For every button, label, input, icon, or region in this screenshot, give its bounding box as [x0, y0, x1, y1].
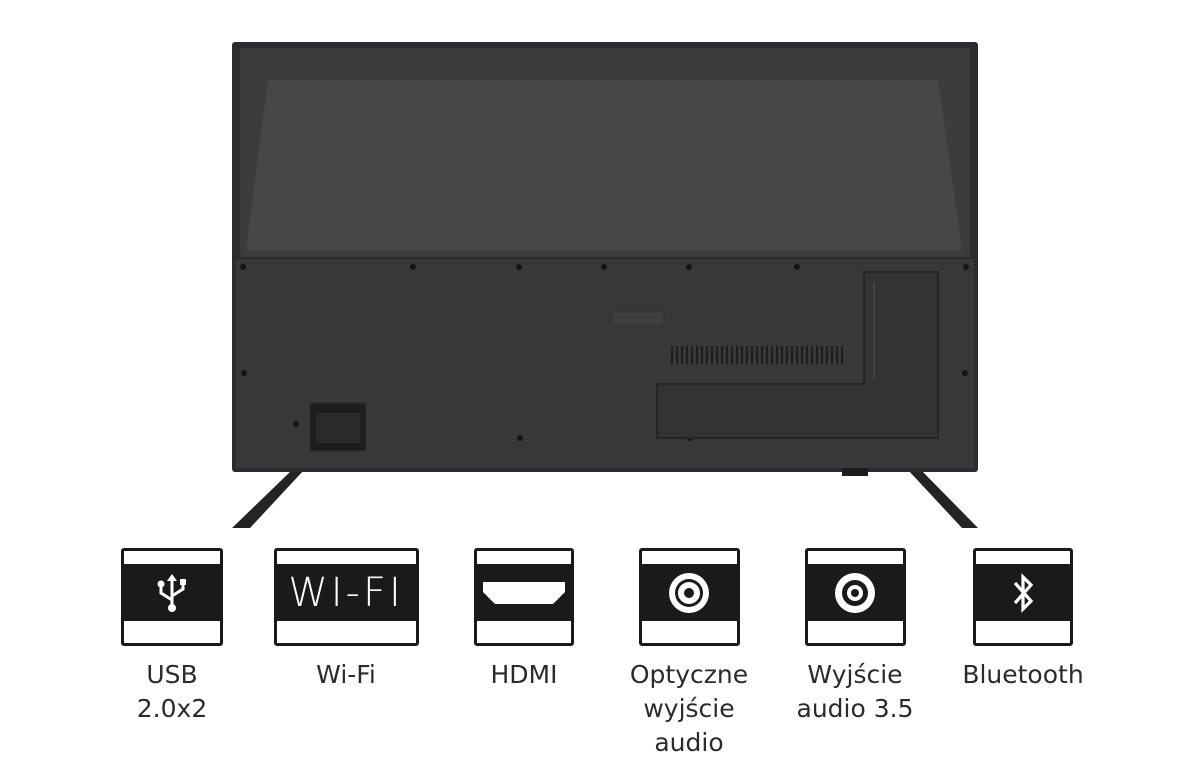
wifi-text-icon: WI-FI	[288, 569, 404, 616]
feature-usb: USB 2.0x2	[97, 548, 247, 726]
feature-audio-jack: Wyjście audio 3.5	[780, 548, 930, 726]
feature-optical-audio: Optyczne wyjście audio	[614, 548, 764, 760]
audio-jack-badge	[804, 548, 906, 646]
optical-audio-icon	[669, 572, 709, 613]
stand-leg-right	[908, 470, 978, 528]
feature-label: Wyjście audio 3.5	[796, 660, 914, 723]
hdmi-badge	[474, 548, 574, 646]
feature-bluetooth: Bluetooth	[948, 548, 1098, 692]
bluetooth-icon	[1013, 572, 1034, 613]
feature-label: Bluetooth	[962, 660, 1084, 689]
usb-badge	[121, 548, 223, 646]
tv-back-inner-bevel	[246, 80, 962, 250]
tv-rear-image	[232, 42, 978, 528]
wifi-badge: WI-FI	[273, 548, 419, 646]
label-plate	[611, 311, 665, 327]
feature-label: USB 2.0x2	[136, 660, 208, 723]
bluetooth-badge	[973, 548, 1073, 646]
connector-panel	[656, 271, 939, 439]
feature-wifi: WI-FI Wi-Fi	[271, 548, 421, 692]
audio-jack-icon	[835, 572, 875, 613]
vent-grille	[671, 346, 843, 364]
usb-icon	[157, 573, 186, 612]
optical-audio-badge	[638, 548, 740, 646]
feature-hdmi: HDMI	[449, 548, 599, 692]
hdmi-icon	[483, 581, 565, 604]
feature-label: HDMI	[490, 660, 558, 689]
feature-label: Wi-Fi	[316, 660, 376, 689]
stand-leg-left	[232, 470, 304, 528]
feature-label: Optyczne wyjście audio	[629, 660, 749, 757]
